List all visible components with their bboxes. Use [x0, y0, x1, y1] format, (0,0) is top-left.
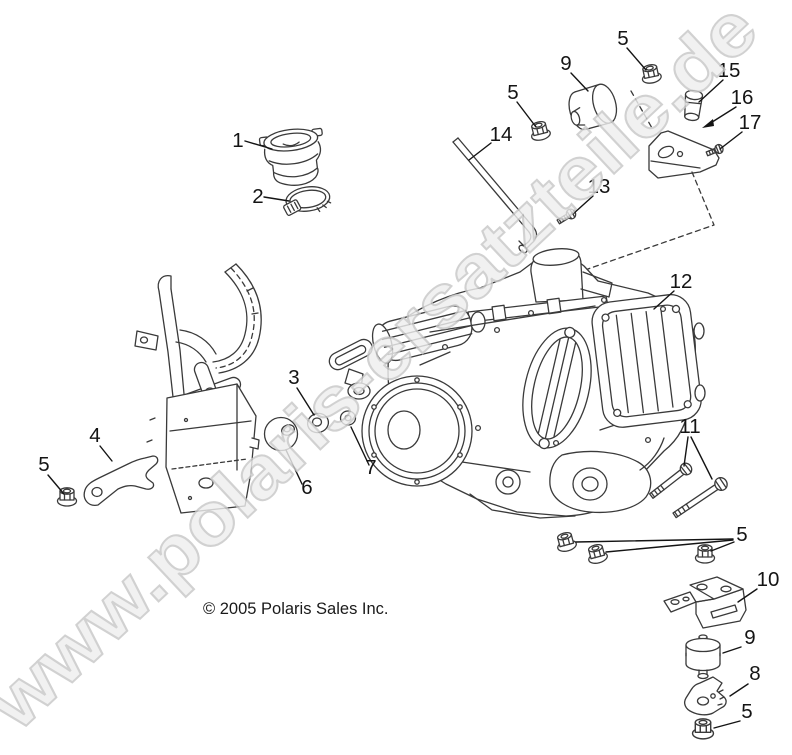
part-5-nut-row-3 [694, 544, 716, 564]
callout-5-d: 5 [736, 523, 747, 546]
part-5-nut-row-1 [553, 530, 579, 554]
part-5-nut-bottom [691, 718, 715, 740]
callout-7: 7 [365, 456, 376, 479]
callout-5-e: 5 [741, 700, 752, 723]
part-12-engine [328, 248, 706, 519]
callout-5-c: 5 [38, 453, 49, 476]
callout-3: 3 [288, 366, 299, 389]
callout-5-b: 5 [507, 81, 518, 104]
part-7-washer [339, 410, 357, 426]
callout-11: 11 [679, 415, 700, 438]
part-11-bolt-b [672, 477, 728, 519]
part-14-rod [452, 137, 538, 254]
part-10-bracket [663, 576, 747, 629]
callout-16: 16 [731, 86, 754, 109]
callout-10: 10 [757, 568, 780, 591]
part-4-bracket [83, 455, 159, 506]
part-2-clamp [283, 186, 332, 216]
part-11-bolt-a [648, 462, 693, 499]
leader-lines [47, 47, 758, 729]
callout-17: 17 [739, 111, 762, 134]
part-15-bolt [684, 89, 704, 122]
callout-9-a: 9 [560, 52, 571, 75]
callout-15: 15 [718, 59, 741, 82]
assembly-axis-lines [518, 90, 715, 294]
part-16-bracket [648, 130, 720, 179]
part-9-mount-top [568, 83, 618, 131]
callout-4: 4 [89, 424, 100, 447]
part-8-plate [684, 676, 727, 716]
callout-9-b: 9 [744, 626, 755, 649]
part-9-mount-bottom [685, 634, 721, 680]
callout-14: 14 [490, 123, 513, 146]
callout-13: 13 [588, 175, 611, 198]
part-frame [134, 263, 262, 514]
part-3-washer [306, 412, 330, 434]
callout-2: 2 [252, 185, 263, 208]
callout-6: 6 [301, 476, 312, 499]
callout-1: 1 [232, 129, 243, 152]
copyright-text: © 2005 Polaris Sales Inc. [203, 600, 389, 618]
callout-12: 12 [670, 270, 693, 293]
part-1-adapter [258, 127, 323, 186]
callout-5-a: 5 [617, 27, 628, 50]
part-5-nut-mid [527, 119, 553, 143]
part-6-mount [263, 416, 299, 452]
callout-8: 8 [749, 662, 760, 685]
part-5-nut-row-2 [584, 542, 610, 566]
